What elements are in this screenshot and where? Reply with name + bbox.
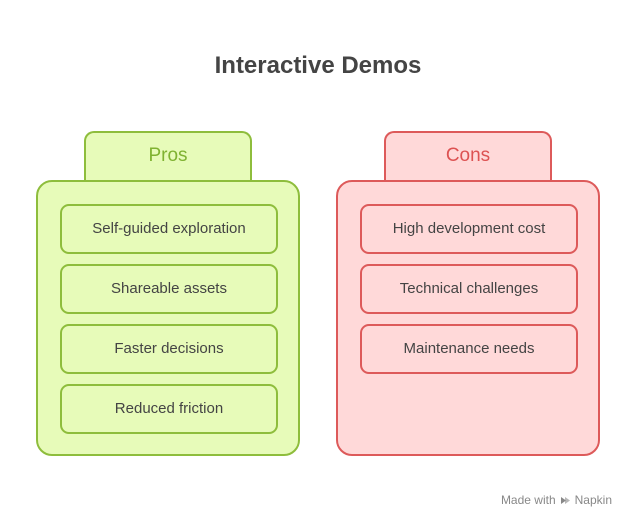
cons-item: Maintenance needs (360, 324, 578, 374)
cons-tab: Cons (384, 131, 552, 183)
watermark-prefix: Made with (500, 493, 556, 507)
made-with-napkin-watermark: Made with Napkin (501, 493, 612, 507)
cons-item: High development cost (360, 204, 578, 254)
pros-item: Faster decisions (60, 324, 278, 374)
pros-item: Self-guided exploration (60, 204, 278, 254)
watermark-brand: Napkin (574, 493, 612, 507)
pros-item: Reduced friction (60, 384, 278, 434)
pros-tab: Pros (84, 131, 252, 183)
pros-panel: Self-guided exploration Shareable assets… (36, 180, 300, 456)
cons-item: Technical challenges (360, 264, 578, 314)
pros-label: Pros (148, 145, 188, 166)
pros-item: Shareable assets (60, 264, 278, 314)
cons-panel: High development cost Technical challeng… (336, 180, 600, 456)
diagram-title: Interactive Demos (214, 52, 422, 79)
cons-label: Cons (445, 145, 491, 166)
napkin-logo-icon (560, 495, 571, 506)
